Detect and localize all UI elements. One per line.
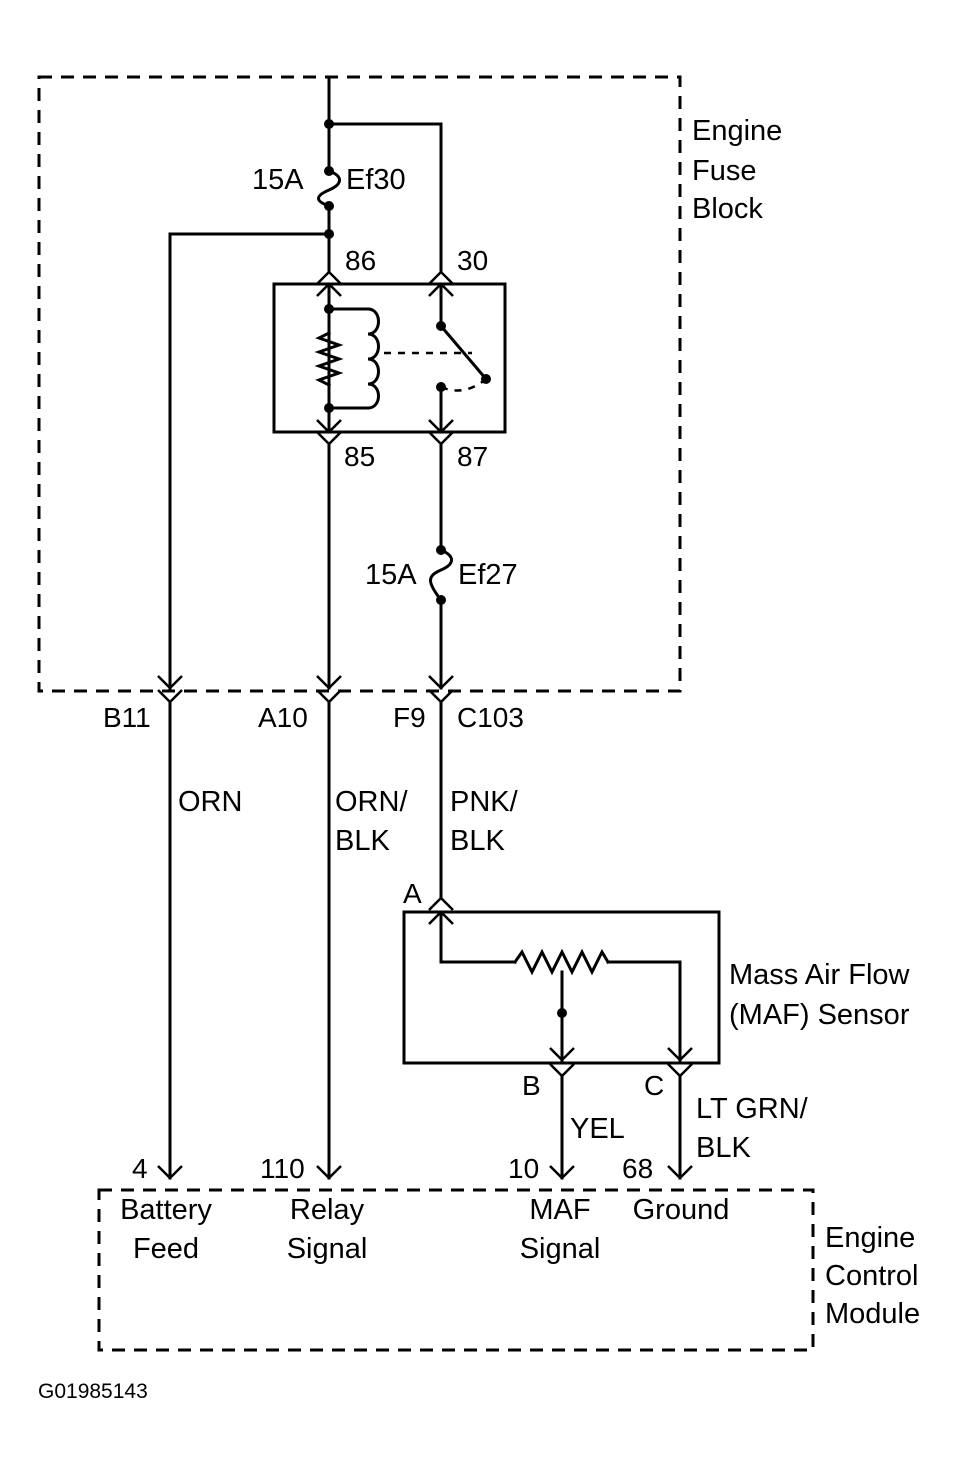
maf-sensor-label-line1: Mass Air Flow	[729, 959, 911, 991]
engine-control-module-outline	[97, 1188, 815, 1352]
c103-pin-f9: F9	[393, 702, 426, 733]
ecm-terminal-maf-signal-line2: Signal	[520, 1233, 601, 1265]
wire-ltgrn-blk-color-line2: BLK	[696, 1132, 751, 1164]
wire-orn-blk-color-line1: ORN/	[335, 786, 408, 818]
ecm-terminal-connectors	[157, 1165, 693, 1180]
wire-ltgrn-blk-color-line1: LT GRN/	[696, 1093, 809, 1125]
ecm-terminal-ground-line1: Ground	[633, 1194, 730, 1226]
maf-pin-c-connector	[667, 1063, 693, 1180]
maf-pin-b-connector	[549, 1063, 575, 1180]
ecm-label-line1: Engine	[825, 1222, 915, 1254]
maf-pin-b: B	[522, 1070, 541, 1101]
relay-coil	[314, 282, 380, 434]
ecm-pin-110: 110	[260, 1153, 305, 1184]
wire-yel-color: YEL	[570, 1113, 625, 1145]
ecm-pin-10: 10	[508, 1153, 539, 1184]
wire-orn-blk-color-line2: BLK	[335, 825, 390, 857]
relay-pin-30: 30	[457, 245, 488, 276]
c103-connector-name: C103	[457, 702, 524, 733]
relay-box	[272, 282, 507, 434]
c103-pin-a10: A10	[258, 702, 308, 733]
fuse-ef27-name: Ef27	[458, 559, 518, 591]
wire-pnk-blk-color-line1: PNK/	[450, 786, 519, 818]
fuse-ef27	[428, 545, 454, 690]
relay-pin-86: 86	[345, 245, 376, 276]
ecm-terminal-battery-feed-line1: Battery	[120, 1194, 212, 1226]
relay-pin-85: 85	[344, 441, 375, 472]
battery-feed-bus	[324, 76, 443, 274]
ecm-terminal-maf-signal-line1: MAF	[529, 1194, 590, 1226]
fuse-ef30	[317, 166, 341, 274]
maf-pin-a: A	[403, 878, 422, 909]
maf-pin-c: C	[644, 1070, 664, 1101]
maf-sensor-element	[439, 910, 693, 1062]
c103-pin-b11: B11	[103, 702, 151, 733]
ecm-pin-4: 4	[132, 1153, 148, 1184]
relay-switch	[436, 282, 491, 434]
fuse-block-label-line1: Engine	[692, 115, 782, 147]
fuse-block-label-line3: Block	[692, 193, 763, 225]
wire-pnk-blk-color-line2: BLK	[450, 825, 505, 857]
relay-pin-87-connector	[428, 419, 454, 552]
figure-code: G01985143	[38, 1380, 148, 1403]
fuse-block-label-line2: Fuse	[692, 155, 756, 187]
ecm-terminal-relay-signal-line1: Relay	[290, 1194, 365, 1226]
fuse-ef30-name: Ef30	[346, 164, 406, 196]
maf-sensor-label-line2: (MAF) Sensor	[729, 999, 910, 1031]
relay-pin-85-connector	[316, 419, 342, 690]
ecm-pin-68: 68	[622, 1153, 653, 1184]
maf-sensor-box	[402, 910, 721, 1065]
relay-pin-87: 87	[457, 441, 488, 472]
ecm-terminal-relay-signal-line2: Signal	[287, 1233, 368, 1265]
fuse-ef27-rating: 15A	[365, 559, 417, 591]
ecm-terminal-battery-feed-line2: Feed	[133, 1233, 199, 1265]
fuse-ef30-rating: 15A	[252, 164, 304, 196]
wire-to-b11	[157, 229, 334, 690]
wire-orn-color: ORN	[178, 786, 242, 818]
ecm-label-line2: Control	[825, 1260, 919, 1292]
engine-fuse-block-outline	[37, 75, 682, 693]
ecm-label-line3: Module	[825, 1298, 920, 1330]
